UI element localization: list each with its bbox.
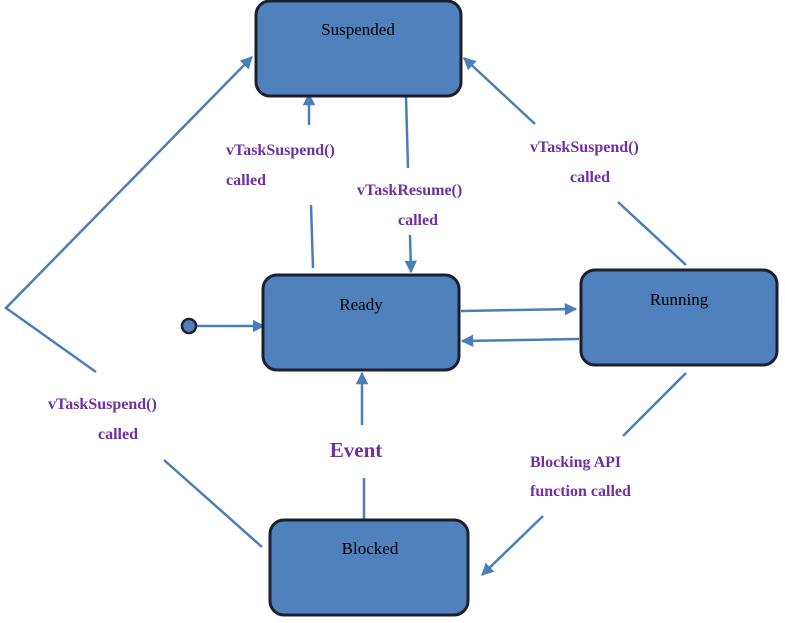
edge-running-to-blocked <box>622 372 687 437</box>
state-running-label: Running <box>650 290 709 309</box>
label-suspended-to-ready-line1: vTaskResume() <box>357 182 462 199</box>
edge-ready-to-suspended <box>309 204 315 269</box>
edge-ready-to-running <box>460 302 578 316</box>
label-running-to-suspended-line2: called <box>570 169 610 186</box>
label-ready-to-suspended-line2: called <box>226 172 266 189</box>
initial-state-dot <box>180 317 198 335</box>
label-ready-to-suspended-line1: vTaskSuspend() <box>226 142 335 159</box>
edge-running-to-ready <box>460 334 580 348</box>
edge-running-to-suspended <box>617 201 687 266</box>
edge-running-to-suspended-head <box>463 57 536 125</box>
state-suspended: Suspended <box>254 0 463 98</box>
label-blocked-to-suspended-line1: vTaskSuspend() <box>48 396 157 413</box>
label-blocked-to-ready: Event <box>330 438 383 462</box>
state-blocked-label: Blocked <box>342 539 399 558</box>
state-ready-label: Ready <box>339 295 383 314</box>
label-running-to-blocked-line1: Blocking API <box>530 454 621 471</box>
edge-blocked-to-suspended-lower <box>163 459 263 548</box>
state-running: Running <box>579 268 779 367</box>
label-suspended-to-ready-line2: called <box>398 212 438 229</box>
edge-suspended-to-ready <box>404 96 410 169</box>
label-running-to-suspended-line1: vTaskSuspend() <box>530 139 639 156</box>
state-ready: Ready <box>261 273 461 372</box>
state-suspended-label: Suspended <box>321 20 395 39</box>
edge-running-to-blocked-head <box>481 515 544 576</box>
edge-blocked-to-suspended-upper <box>4 56 253 374</box>
edge-suspended-to-ready-head <box>404 234 417 274</box>
state-blocked: Blocked <box>268 518 470 617</box>
label-blocked-to-suspended-line2: called <box>98 426 138 443</box>
label-running-to-blocked-line2: function called <box>530 483 631 500</box>
